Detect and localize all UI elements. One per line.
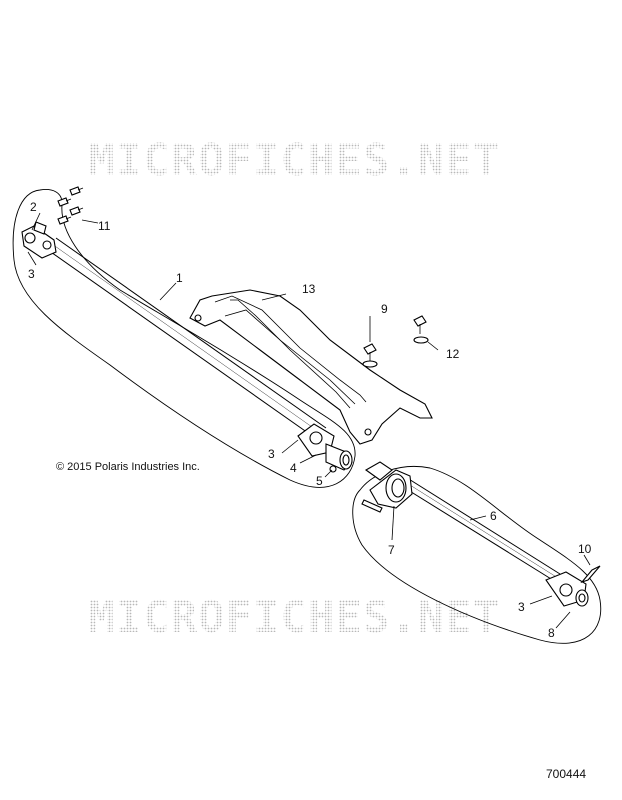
- front-drive-shaft: [21, 221, 353, 473]
- callout-6: 6: [490, 509, 497, 523]
- rear-drive-shaft: [361, 461, 589, 607]
- callout-10: 10: [578, 542, 592, 556]
- callout-3-rear: 3: [518, 600, 525, 614]
- bolt-part-12: [413, 315, 429, 344]
- rear-shaft-outline: [352, 465, 602, 644]
- front-u-joint-rear: [297, 423, 353, 471]
- callout-1: 1: [176, 271, 183, 285]
- watermark-bottom: MICROFICHES.NET: [88, 592, 500, 643]
- callout-5: 5: [316, 474, 323, 488]
- bolt-part-9: [362, 343, 378, 368]
- rear-u-joint: [545, 571, 589, 607]
- callout-9: 9: [381, 302, 388, 316]
- pin-part-10: [580, 565, 601, 584]
- bolts-part-11: [57, 186, 84, 225]
- copyright-text: © 2015 Polaris Industries Inc.: [56, 461, 200, 473]
- callout-3-front: 3: [28, 267, 35, 281]
- callout-3-mid: 3: [268, 447, 275, 461]
- watermark-top: MICROFICHES.NET: [88, 135, 500, 186]
- callout-13: 13: [302, 282, 316, 296]
- carrier-bearing: [361, 469, 413, 513]
- callout-7: 7: [388, 543, 395, 557]
- leader-lines: [27, 212, 591, 629]
- document-number: 700444: [546, 767, 586, 781]
- callout-11: 11: [98, 219, 111, 233]
- callout-4: 4: [290, 461, 297, 475]
- callout-8: 8: [548, 626, 555, 640]
- callout-2: 2: [30, 200, 37, 214]
- shaft-guard: [189, 289, 433, 445]
- front-u-joint-front: [21, 221, 57, 259]
- callout-12: 12: [446, 347, 460, 361]
